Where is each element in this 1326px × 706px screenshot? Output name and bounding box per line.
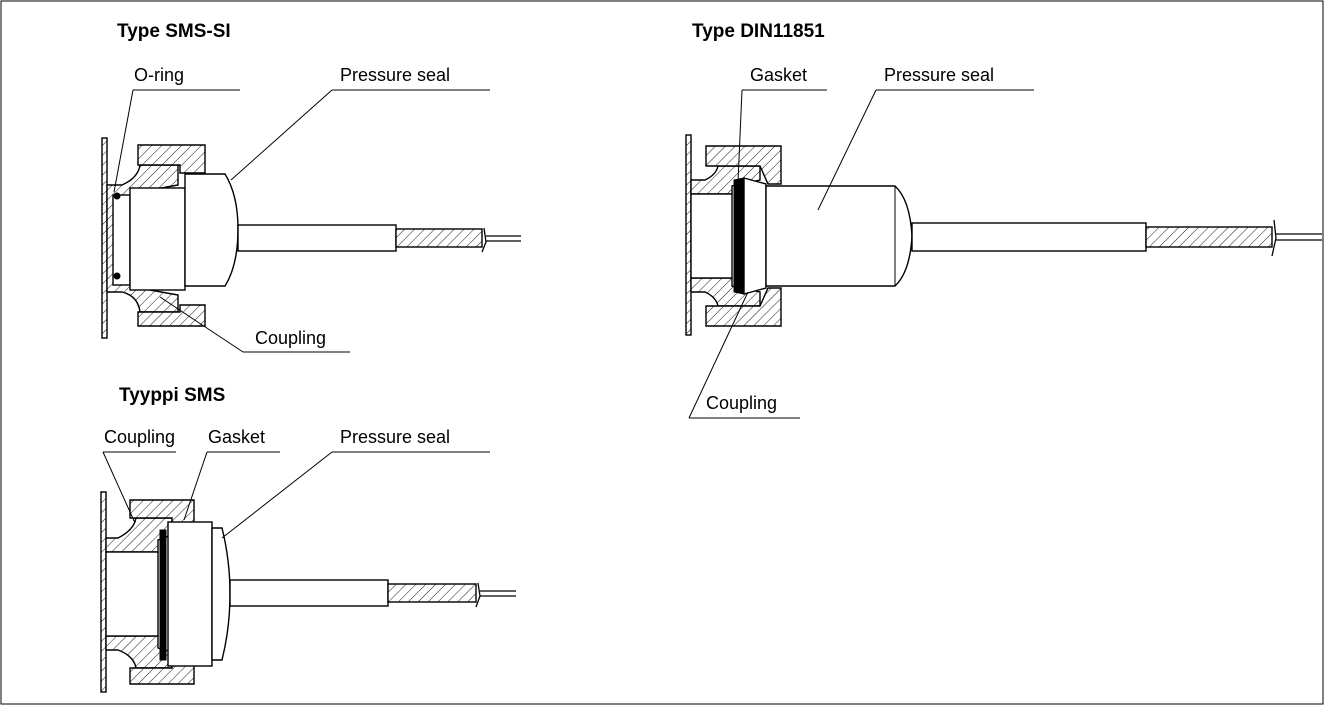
din-pressure-seal-label: Pressure seal: [884, 65, 994, 85]
din-coupling-leader: [688, 291, 749, 419]
din-nut-bottom: [705, 287, 782, 327]
sms-coupling-leader: [102, 451, 136, 524]
sms-si-coupling-label: Coupling: [255, 328, 326, 348]
sms-gasket: [159, 529, 167, 661]
sms-si-nut-top: [137, 144, 206, 174]
sms-si-pressure-seal-label: Pressure seal: [340, 65, 450, 85]
sms-cable-body: [229, 579, 389, 607]
sms-bore: [105, 551, 159, 637]
din-bore: [690, 193, 733, 279]
sms-pressure-seal: [211, 527, 231, 661]
sms-sensor-body: [167, 521, 213, 667]
din-flange-top: [690, 165, 761, 195]
sms-si-oring-top: [113, 192, 121, 200]
din-nut-top: [705, 145, 782, 185]
sms-si-diagram: Type SMS-SI O-ring Pressure seal Coup: [101, 21, 521, 353]
din-cable-body: [911, 222, 1147, 252]
sms-si-sensor-body: [129, 187, 186, 291]
sms-si-nut-bottom: [137, 304, 206, 327]
oring-leader: [113, 89, 134, 193]
sms-si-pressure-seal-leader: [230, 89, 333, 181]
sms-si-coupling-leader: [159, 296, 244, 353]
din-pressure-seal: [765, 185, 913, 287]
sms-si-oring-label: O-ring: [134, 65, 184, 85]
din-wall: [685, 134, 692, 336]
din-coupling-label: Coupling: [706, 393, 777, 413]
din-diagram: Type DIN11851 Gasket Pressure seal Co: [685, 21, 1322, 419]
din-pressure-seal-leader: [817, 89, 877, 211]
sms-si-oring-bottom: [113, 272, 121, 280]
sms-coupling-label: Coupling: [104, 427, 175, 447]
sms-diagram: Tyyppi SMS Coupling Gasket Pressure seal: [100, 385, 516, 693]
sms-si-bore: [112, 194, 131, 286]
sms-wall: [100, 491, 107, 693]
sms-cable-sheath: [387, 583, 477, 603]
sms-pressure-seal-label: Pressure seal: [340, 427, 450, 447]
sms-si-break-line: [481, 227, 487, 253]
sms-si-pressure-seal: [184, 173, 239, 287]
sms-title: Tyyppi SMS: [119, 385, 225, 406]
sms-si-wall: [101, 137, 108, 339]
din-title: Type DIN11851: [692, 21, 825, 42]
sms-pressure-seal-leader: [221, 451, 333, 539]
din-cone: [743, 177, 767, 295]
sms-gasket-leader: [183, 451, 208, 521]
din-gasket-label: Gasket: [750, 65, 807, 85]
sms-si-cable-body: [237, 224, 397, 252]
din-break-line: [1271, 219, 1277, 257]
sms-si-cable-sheath: [395, 228, 483, 248]
din-gasket: [733, 177, 745, 295]
sms-si-title: Type SMS-SI: [117, 21, 231, 42]
sms-gasket-label: Gasket: [208, 427, 265, 447]
din-gasket-leader: [737, 89, 743, 183]
din-cable-sheath: [1145, 226, 1273, 248]
